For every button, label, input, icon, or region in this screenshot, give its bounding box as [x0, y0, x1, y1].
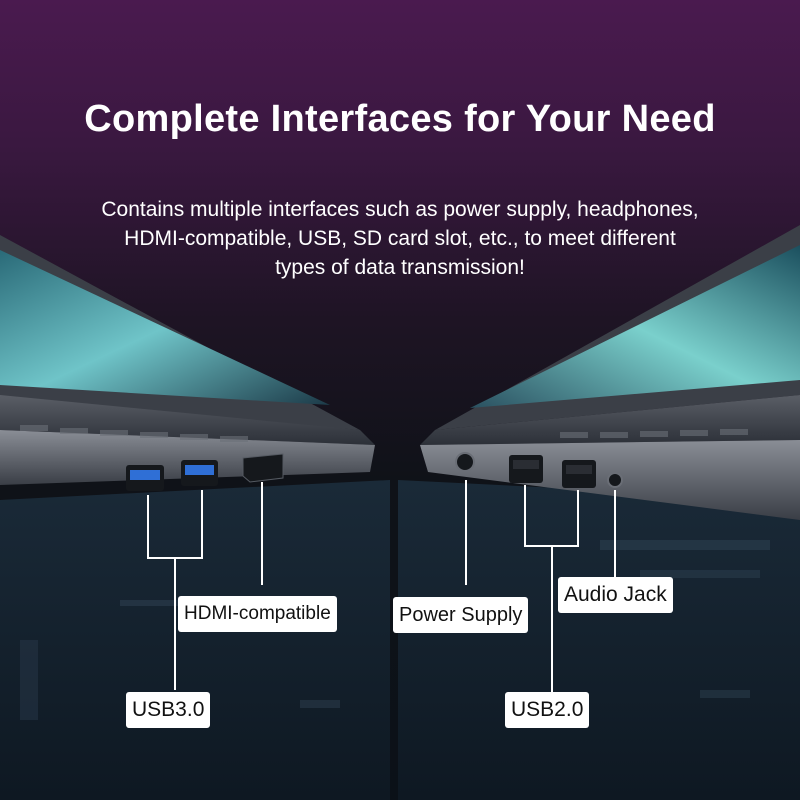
leader-lines: [147, 480, 616, 692]
label-power-supply: Power Supply: [393, 597, 529, 633]
page-title: Complete Interfaces for Your Need: [84, 98, 716, 140]
hdmi-port: [242, 453, 284, 483]
usb3-port-1: [126, 465, 164, 491]
label-usb3: USB3.0: [126, 692, 211, 728]
label-audio-jack: Audio Jack: [558, 577, 673, 613]
description-line: types of data transmission!: [275, 256, 525, 279]
usb3-port-2: [181, 460, 218, 486]
description-line: Contains multiple interfaces such as pow…: [101, 198, 699, 221]
laptop-right: [420, 225, 800, 520]
box-left: [0, 480, 390, 800]
usb2-port-1: [509, 455, 543, 483]
label-hdmi: HDMI-compatible: [178, 596, 337, 632]
power-port: [455, 452, 475, 472]
description-line: HDMI-compatible, USB, SD card slot, etc.…: [124, 227, 676, 250]
description: Contains multiple interfaces such as pow…: [40, 195, 760, 282]
label-usb2: USB2.0: [505, 692, 590, 728]
box-right: [398, 480, 800, 800]
laptop-left: [0, 235, 375, 485]
audio-port: [607, 472, 623, 488]
usb2-port-2: [562, 460, 596, 488]
